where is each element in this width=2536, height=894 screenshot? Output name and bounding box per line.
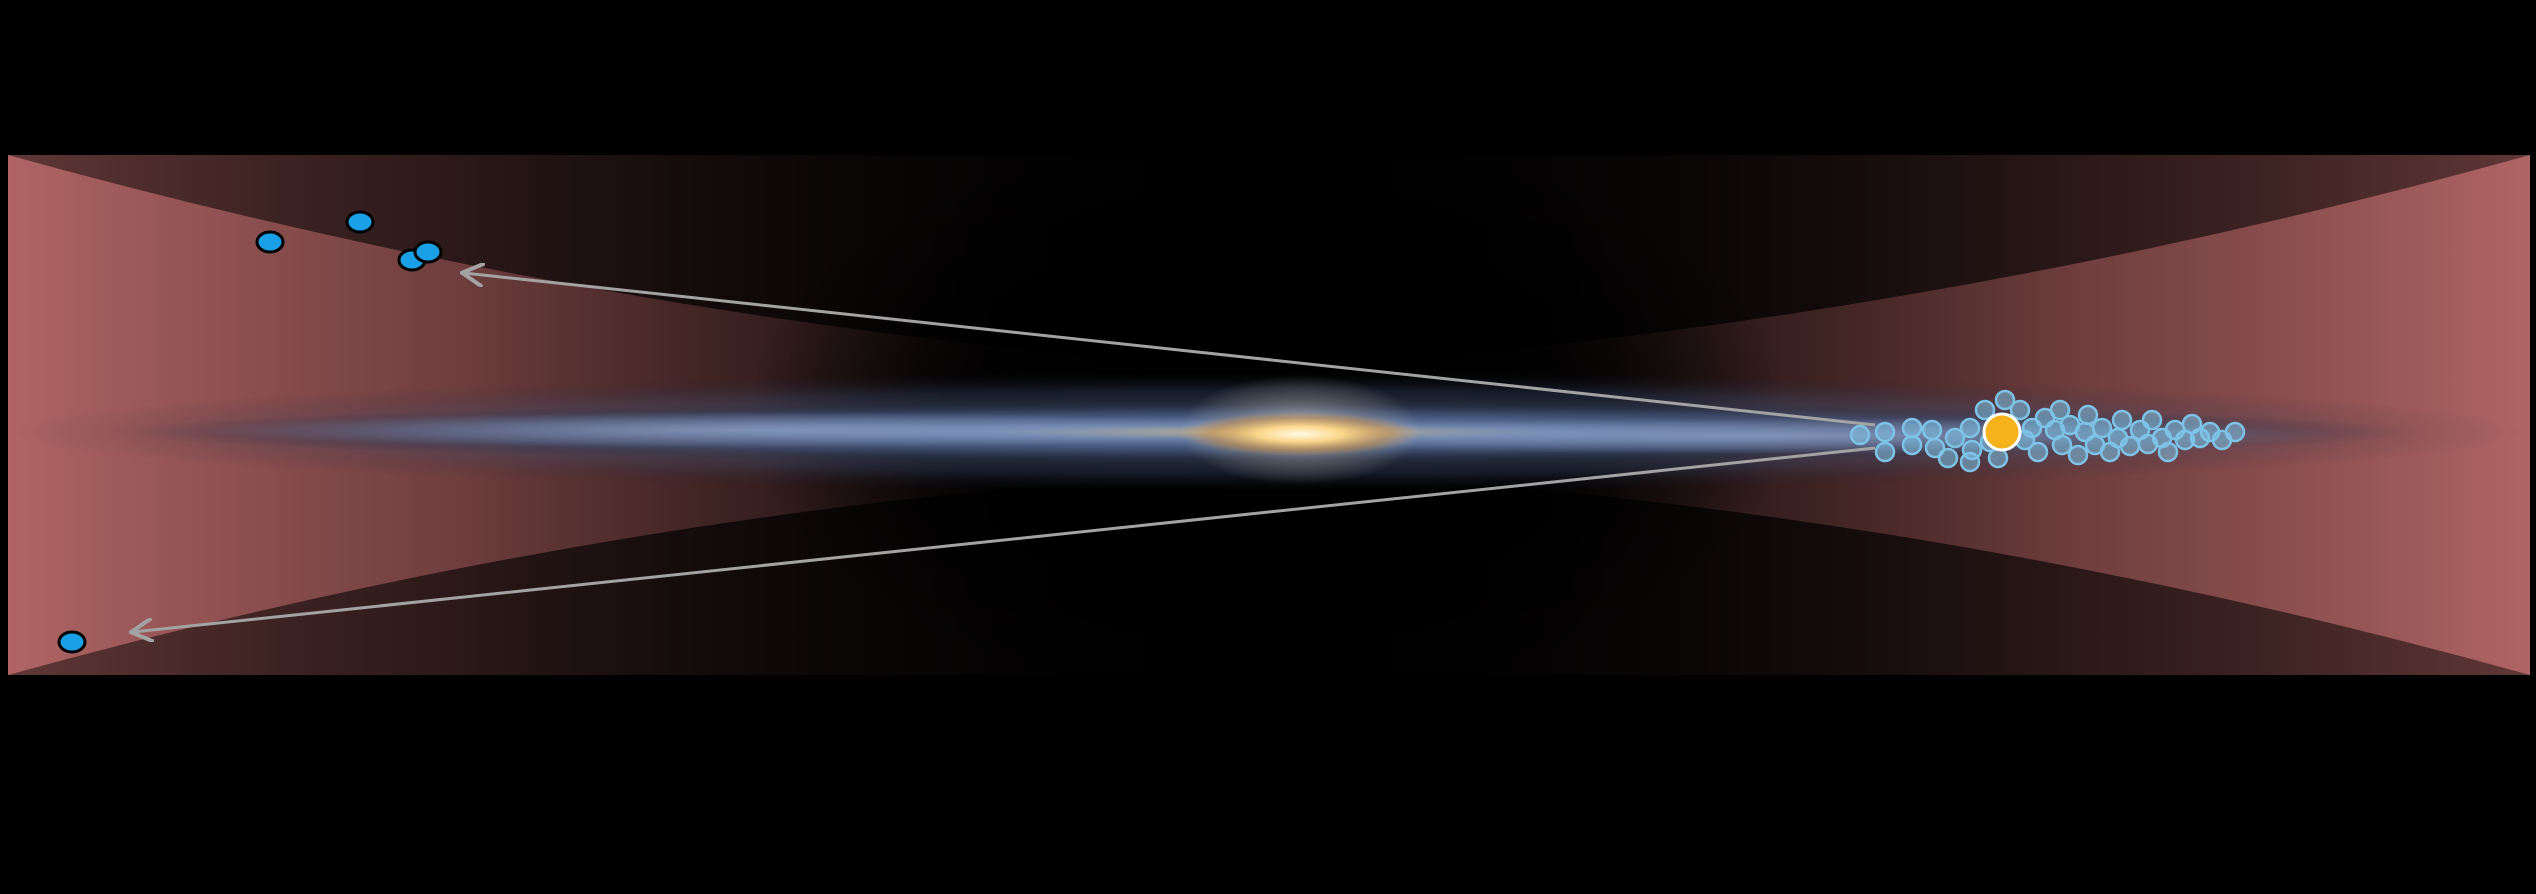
local-star [1937,447,1959,469]
galactic-core [1180,412,1420,456]
spiral-arm-left [200,412,1320,448]
distant-star [57,630,87,654]
local-star [1901,417,1923,439]
distant-star [255,230,285,254]
local-star [2049,399,2071,421]
local-star [2141,409,2163,431]
distant-star [413,240,443,264]
local-star [1901,434,1923,456]
distant-star [345,210,375,234]
local-star [2077,404,2099,426]
sun-marker [1982,412,2022,452]
local-star [1959,417,1981,439]
local-star [1987,447,2009,469]
local-star [2067,444,2089,466]
local-star [1874,421,1896,443]
local-star [2111,409,2133,431]
local-star [2027,441,2049,463]
local-star [1944,427,1966,449]
lower-arrow [133,446,1876,632]
local-star [1921,419,1943,441]
local-star [2091,417,2113,439]
local-star [1874,441,1896,463]
local-star [1849,424,1871,446]
local-star [1994,389,2016,411]
distant-stars [57,210,443,654]
local-star-cluster [1849,389,2246,473]
upper-arrow [464,273,1876,427]
local-star [1974,399,1996,421]
local-star [2157,441,2179,463]
local-star [1959,451,1981,473]
local-star [2009,399,2031,421]
local-star [2051,434,2073,456]
local-star [2224,421,2246,443]
local-star [2119,435,2141,457]
